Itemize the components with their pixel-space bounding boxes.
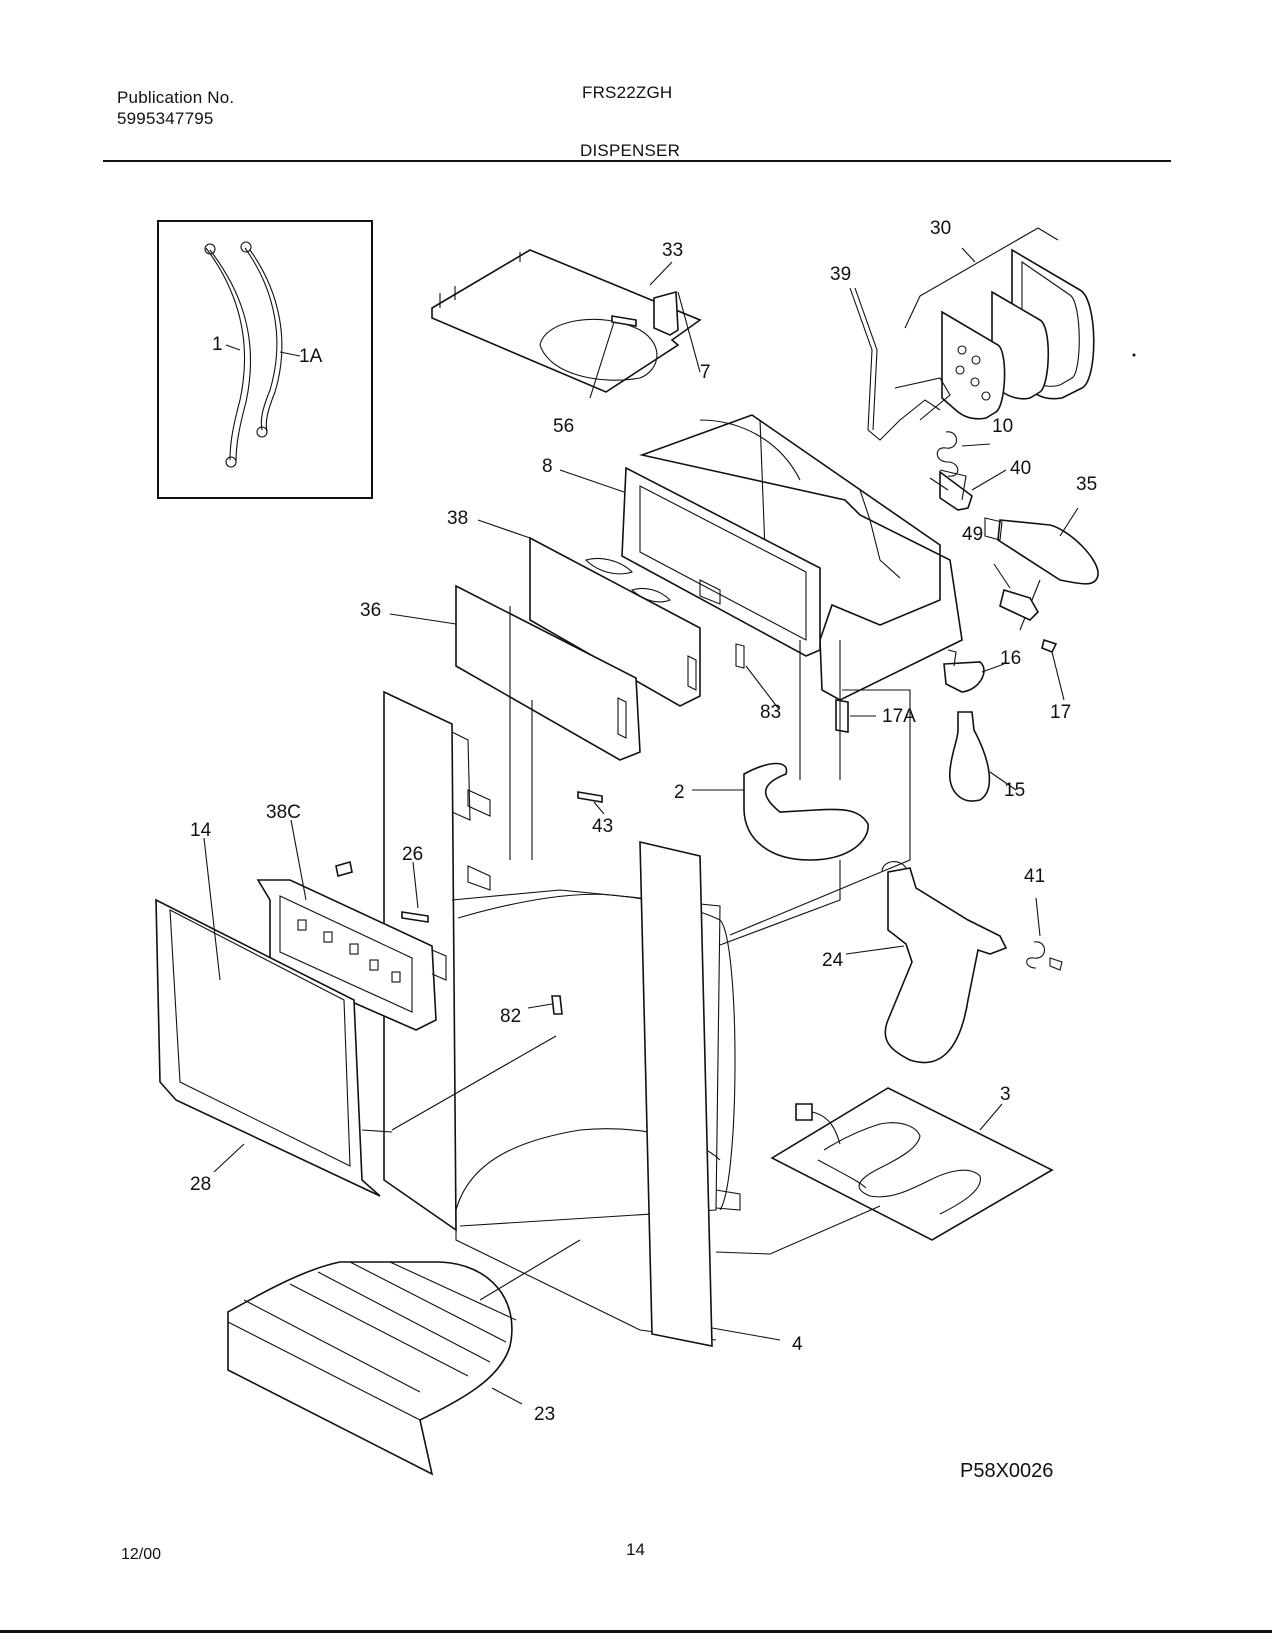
callout-43: 43 — [592, 816, 613, 837]
part-16-lamp-socket — [943, 649, 1005, 693]
part-14-display-cover — [155, 837, 557, 1197]
callout-8: 8 — [542, 456, 553, 477]
part-41-spring — [1026, 897, 1063, 971]
callout-1: 1 — [212, 334, 223, 355]
part-83-fastener — [735, 643, 779, 709]
footer-rule — [0, 1630, 1272, 1633]
part-30-cover-assembly — [904, 227, 1136, 420]
part-4-dispenser-body — [451, 840, 781, 1347]
part-35-cylinder — [984, 507, 1099, 631]
callout-36: 36 — [360, 600, 381, 621]
dispenser-column — [509, 606, 911, 946]
callout-14: 14 — [190, 820, 212, 841]
callout-41: 41 — [1024, 866, 1045, 887]
section-title: DISPENSER — [580, 141, 681, 160]
header-rule — [103, 160, 1171, 162]
part-39-actuator-rod — [849, 287, 951, 441]
part-3-heater-pad — [715, 1087, 1054, 1255]
callout-23: 23 — [534, 1404, 555, 1425]
callout-3: 3 — [1000, 1084, 1011, 1105]
part-56-screw — [589, 315, 637, 399]
callout-16: 16 — [1000, 648, 1021, 669]
callout-38c: 38C — [266, 802, 301, 823]
footer-date: 12/00 — [121, 1546, 162, 1563]
callout-82: 82 — [500, 1006, 521, 1027]
inset-wire-harness — [157, 220, 373, 499]
callout-28: 28 — [190, 1174, 211, 1195]
publication-label: Publication No. — [117, 88, 235, 107]
callout-7: 7 — [700, 362, 711, 383]
part-43-screw — [577, 791, 605, 815]
callout-26: 26 — [402, 844, 423, 865]
publication-number: 5995347795 — [117, 109, 214, 128]
part-24-lever — [845, 861, 1008, 1064]
callout-38: 38 — [447, 508, 468, 529]
callout-10: 10 — [992, 416, 1013, 437]
part-8-frame — [559, 466, 821, 657]
part-38-control-panel — [477, 519, 701, 707]
part-82-screw — [527, 995, 563, 1015]
part-17-screw — [1041, 638, 1065, 701]
callout-83: 83 — [760, 702, 781, 723]
part-10-spring — [936, 431, 991, 477]
callout-24: 24 — [822, 950, 844, 971]
callout-17a: 17A — [882, 706, 916, 727]
page-number: 14 — [626, 1540, 645, 1559]
model-number: FRS22ZGH — [582, 83, 673, 102]
figure-code: P58X0026 — [960, 1460, 1054, 1482]
callout-49: 49 — [962, 524, 983, 545]
part-26-screw — [401, 861, 429, 923]
callout-labels: 1 1A 33 39 30 7 56 10 40 35 8 38 49 36 1… — [190, 218, 1097, 1425]
part-33-top-cover — [431, 249, 702, 393]
part-23-drip-tray — [227, 1239, 581, 1476]
part-17a-screw — [835, 699, 876, 733]
callout-35: 35 — [1076, 474, 1097, 495]
part-7-clip — [653, 290, 701, 373]
callout-15: 15 — [1004, 780, 1025, 801]
part-15-bulb — [949, 711, 1017, 802]
callout-33: 33 — [662, 240, 683, 261]
callout-30: 30 — [930, 218, 951, 239]
part-2-chute-ring — [692, 762, 869, 861]
callout-39: 39 — [830, 264, 851, 285]
callout-40: 40 — [1010, 458, 1031, 479]
callout-17: 17 — [1050, 702, 1071, 723]
part-36-front-panel — [389, 584, 641, 761]
callout-2: 2 — [674, 782, 685, 803]
callout-4: 4 — [792, 1334, 803, 1355]
part-40-pin — [929, 469, 1007, 511]
callout-1a: 1A — [299, 346, 323, 367]
part-38c-control-board — [256, 819, 447, 1031]
callout-56: 56 — [553, 416, 574, 437]
part-49-bracket — [993, 563, 1039, 621]
